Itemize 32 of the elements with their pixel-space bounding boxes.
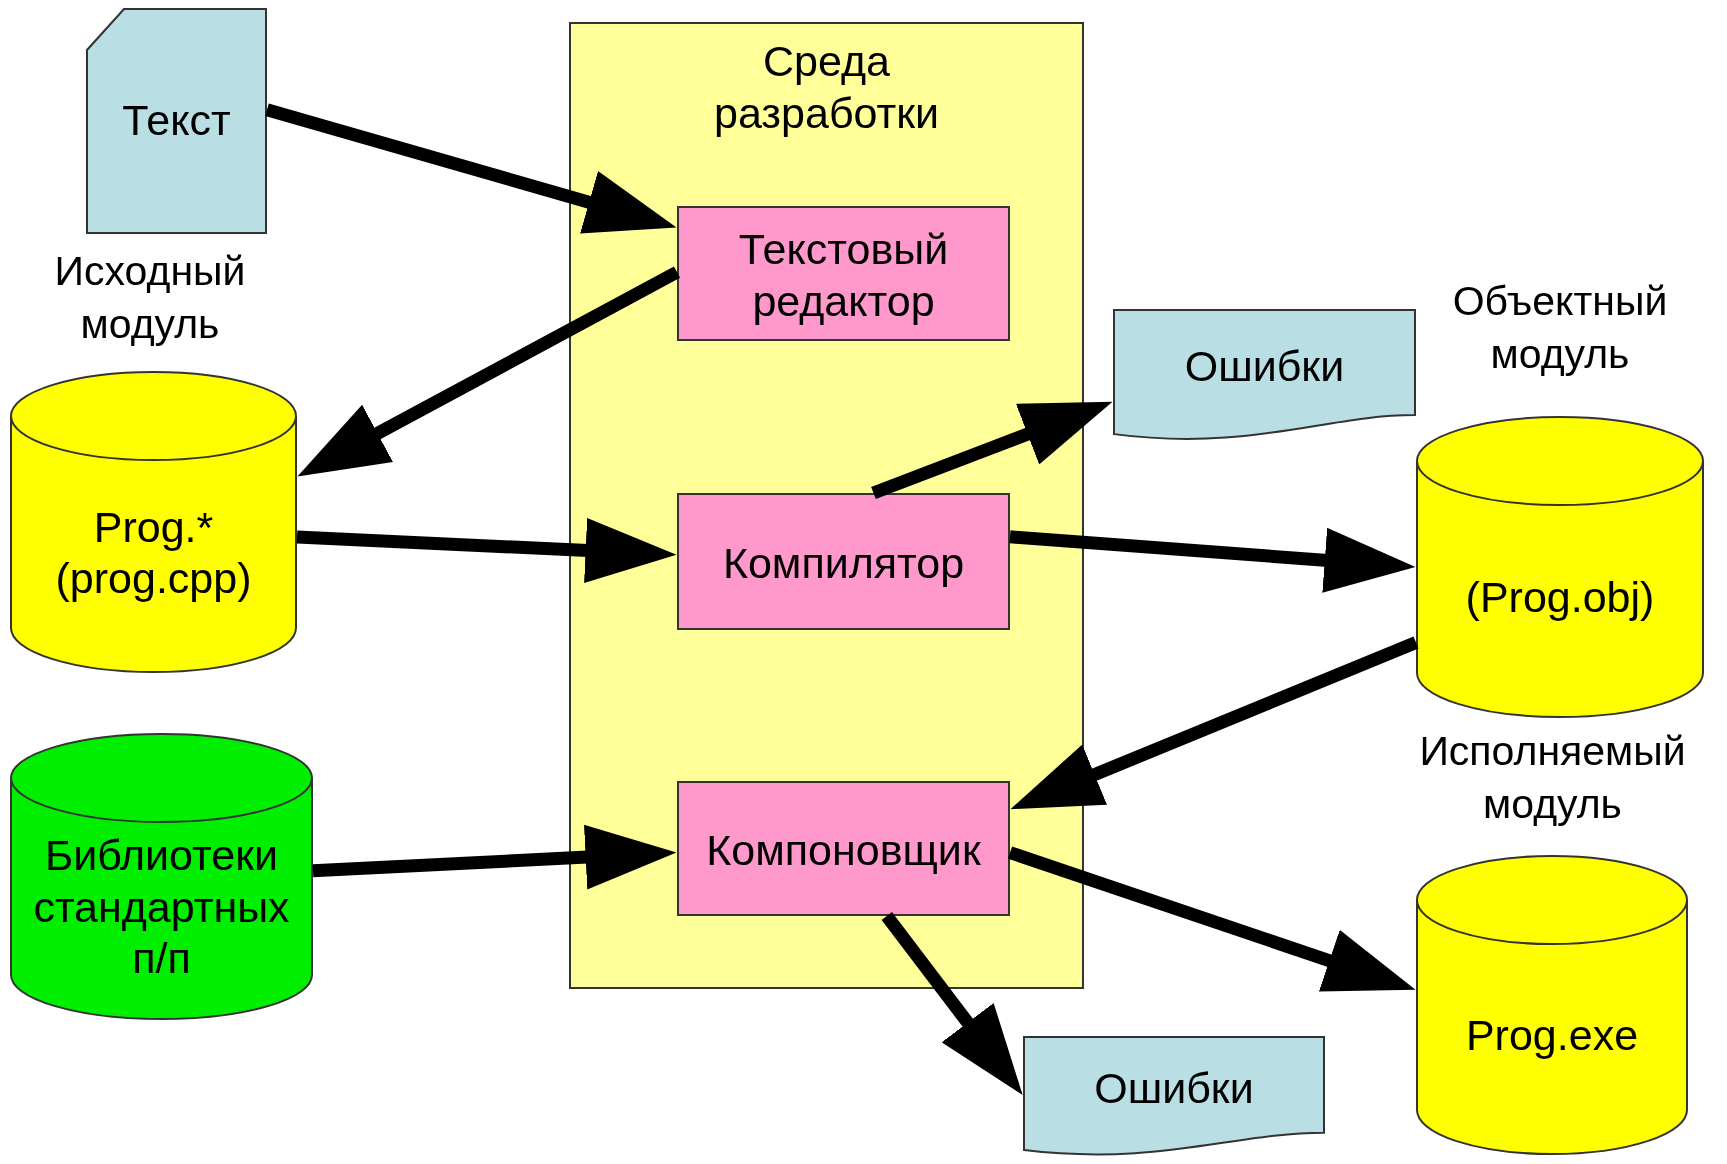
document-shape [86, 8, 267, 234]
process-box [677, 206, 1010, 341]
node-label: Ошибки [1184, 340, 1345, 392]
node-label: (Prog.obj) [1465, 572, 1655, 623]
arrow [1007, 846, 1416, 992]
node-label: Текст [122, 95, 231, 146]
module-caption: Объектный модуль [1451, 277, 1669, 380]
arrow [881, 912, 1023, 1096]
node-label: Текстовый редактор [737, 224, 950, 327]
module-caption: Исходный модуль [53, 247, 247, 350]
arrow [297, 266, 681, 477]
arrow [1010, 636, 1419, 810]
node-label: Компилятор [722, 537, 965, 589]
panel-title: Среда разработки [713, 36, 940, 139]
database-cylinder [10, 733, 313, 1020]
database-cylinder [10, 371, 297, 673]
process-box [677, 493, 1010, 630]
environment-panel [569, 22, 1084, 989]
database-cylinder [1416, 855, 1688, 1155]
database-cylinder [1416, 416, 1704, 718]
arrow [871, 401, 1113, 500]
module-caption: Исполняемый модуль [1418, 727, 1687, 830]
node-label: Prog.* (prog.cpp) [54, 501, 253, 605]
arrow [265, 103, 677, 234]
node-label: Компоновщик [706, 824, 981, 876]
node-label: Ошибки [1094, 1062, 1254, 1114]
arrow [1009, 527, 1416, 593]
process-box [677, 781, 1010, 916]
arrow [312, 824, 677, 890]
node-label: Prog.exe [1465, 1010, 1639, 1061]
arrow [296, 517, 677, 583]
node-label: Библиотеки стандартных п/п [32, 830, 291, 985]
